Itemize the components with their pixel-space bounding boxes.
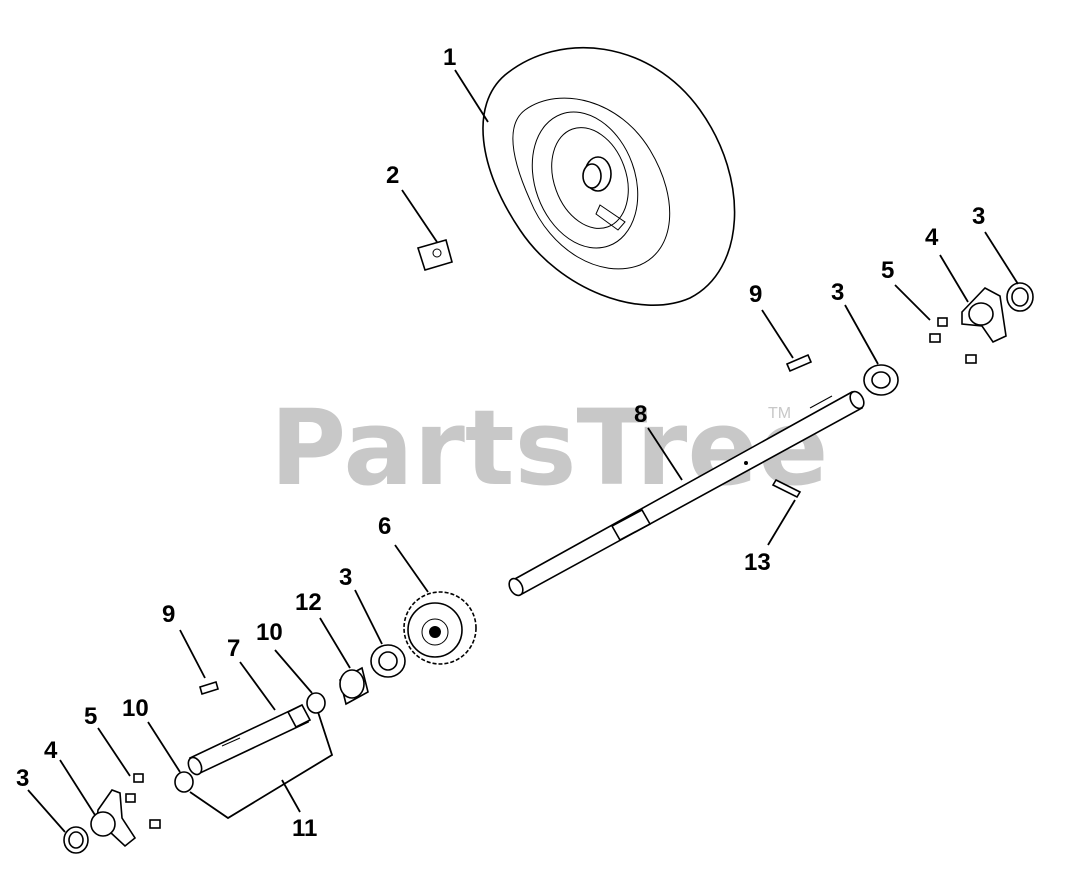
leader-lines <box>27 69 1019 833</box>
callout-3: 3 <box>16 765 29 792</box>
clip-part <box>416 239 453 271</box>
bearing-flange-part-right <box>961 287 1007 344</box>
callout-3: 3 <box>972 203 985 230</box>
wheel-tire-part <box>482 47 736 306</box>
key-part-upper <box>785 353 813 373</box>
callout-8: 8 <box>634 401 647 428</box>
washer-part-lower-left <box>63 826 89 854</box>
watermark-text: PartsTree <box>270 387 828 509</box>
axle-shaft-part <box>508 390 865 597</box>
bolt-parts-left <box>125 773 161 829</box>
washer-part-upper <box>863 364 899 396</box>
bushing-part-lower <box>174 771 194 793</box>
callout-labels: 1 2 3 3 3 3 4 4 5 5 6 7 8 9 9 10 10 11 1… <box>16 44 985 842</box>
washer-part-right <box>1006 282 1034 312</box>
gear-part <box>403 591 477 665</box>
short-shaft-part <box>187 703 312 776</box>
callout-10: 10 <box>122 695 149 722</box>
callout-12: 12 <box>295 589 322 616</box>
callout-3: 3 <box>339 564 352 591</box>
callout-6: 6 <box>378 513 391 540</box>
callout-5: 5 <box>881 257 894 284</box>
roll-pin-part <box>771 478 802 499</box>
callout-3: 3 <box>831 279 844 306</box>
bushing-part-upper <box>306 692 326 714</box>
callout-4: 4 <box>44 737 58 764</box>
callout-4: 4 <box>925 224 939 251</box>
washer-part-lower-middle <box>370 644 406 678</box>
callout-2: 2 <box>386 162 399 189</box>
callout-7: 7 <box>227 635 240 662</box>
spacer-part <box>339 666 369 706</box>
callout-1: 1 <box>443 44 456 71</box>
callout-9: 9 <box>162 601 175 628</box>
bolt-parts-right <box>929 317 977 364</box>
key-part-lower <box>199 680 219 696</box>
callout-13: 13 <box>744 549 771 576</box>
callout-5: 5 <box>84 703 97 730</box>
callout-9: 9 <box>749 281 762 308</box>
callout-11: 11 <box>292 815 317 842</box>
bearing-flange-part-left <box>90 789 137 848</box>
callout-10: 10 <box>256 619 283 646</box>
watermark-trademark: TM <box>768 405 791 422</box>
